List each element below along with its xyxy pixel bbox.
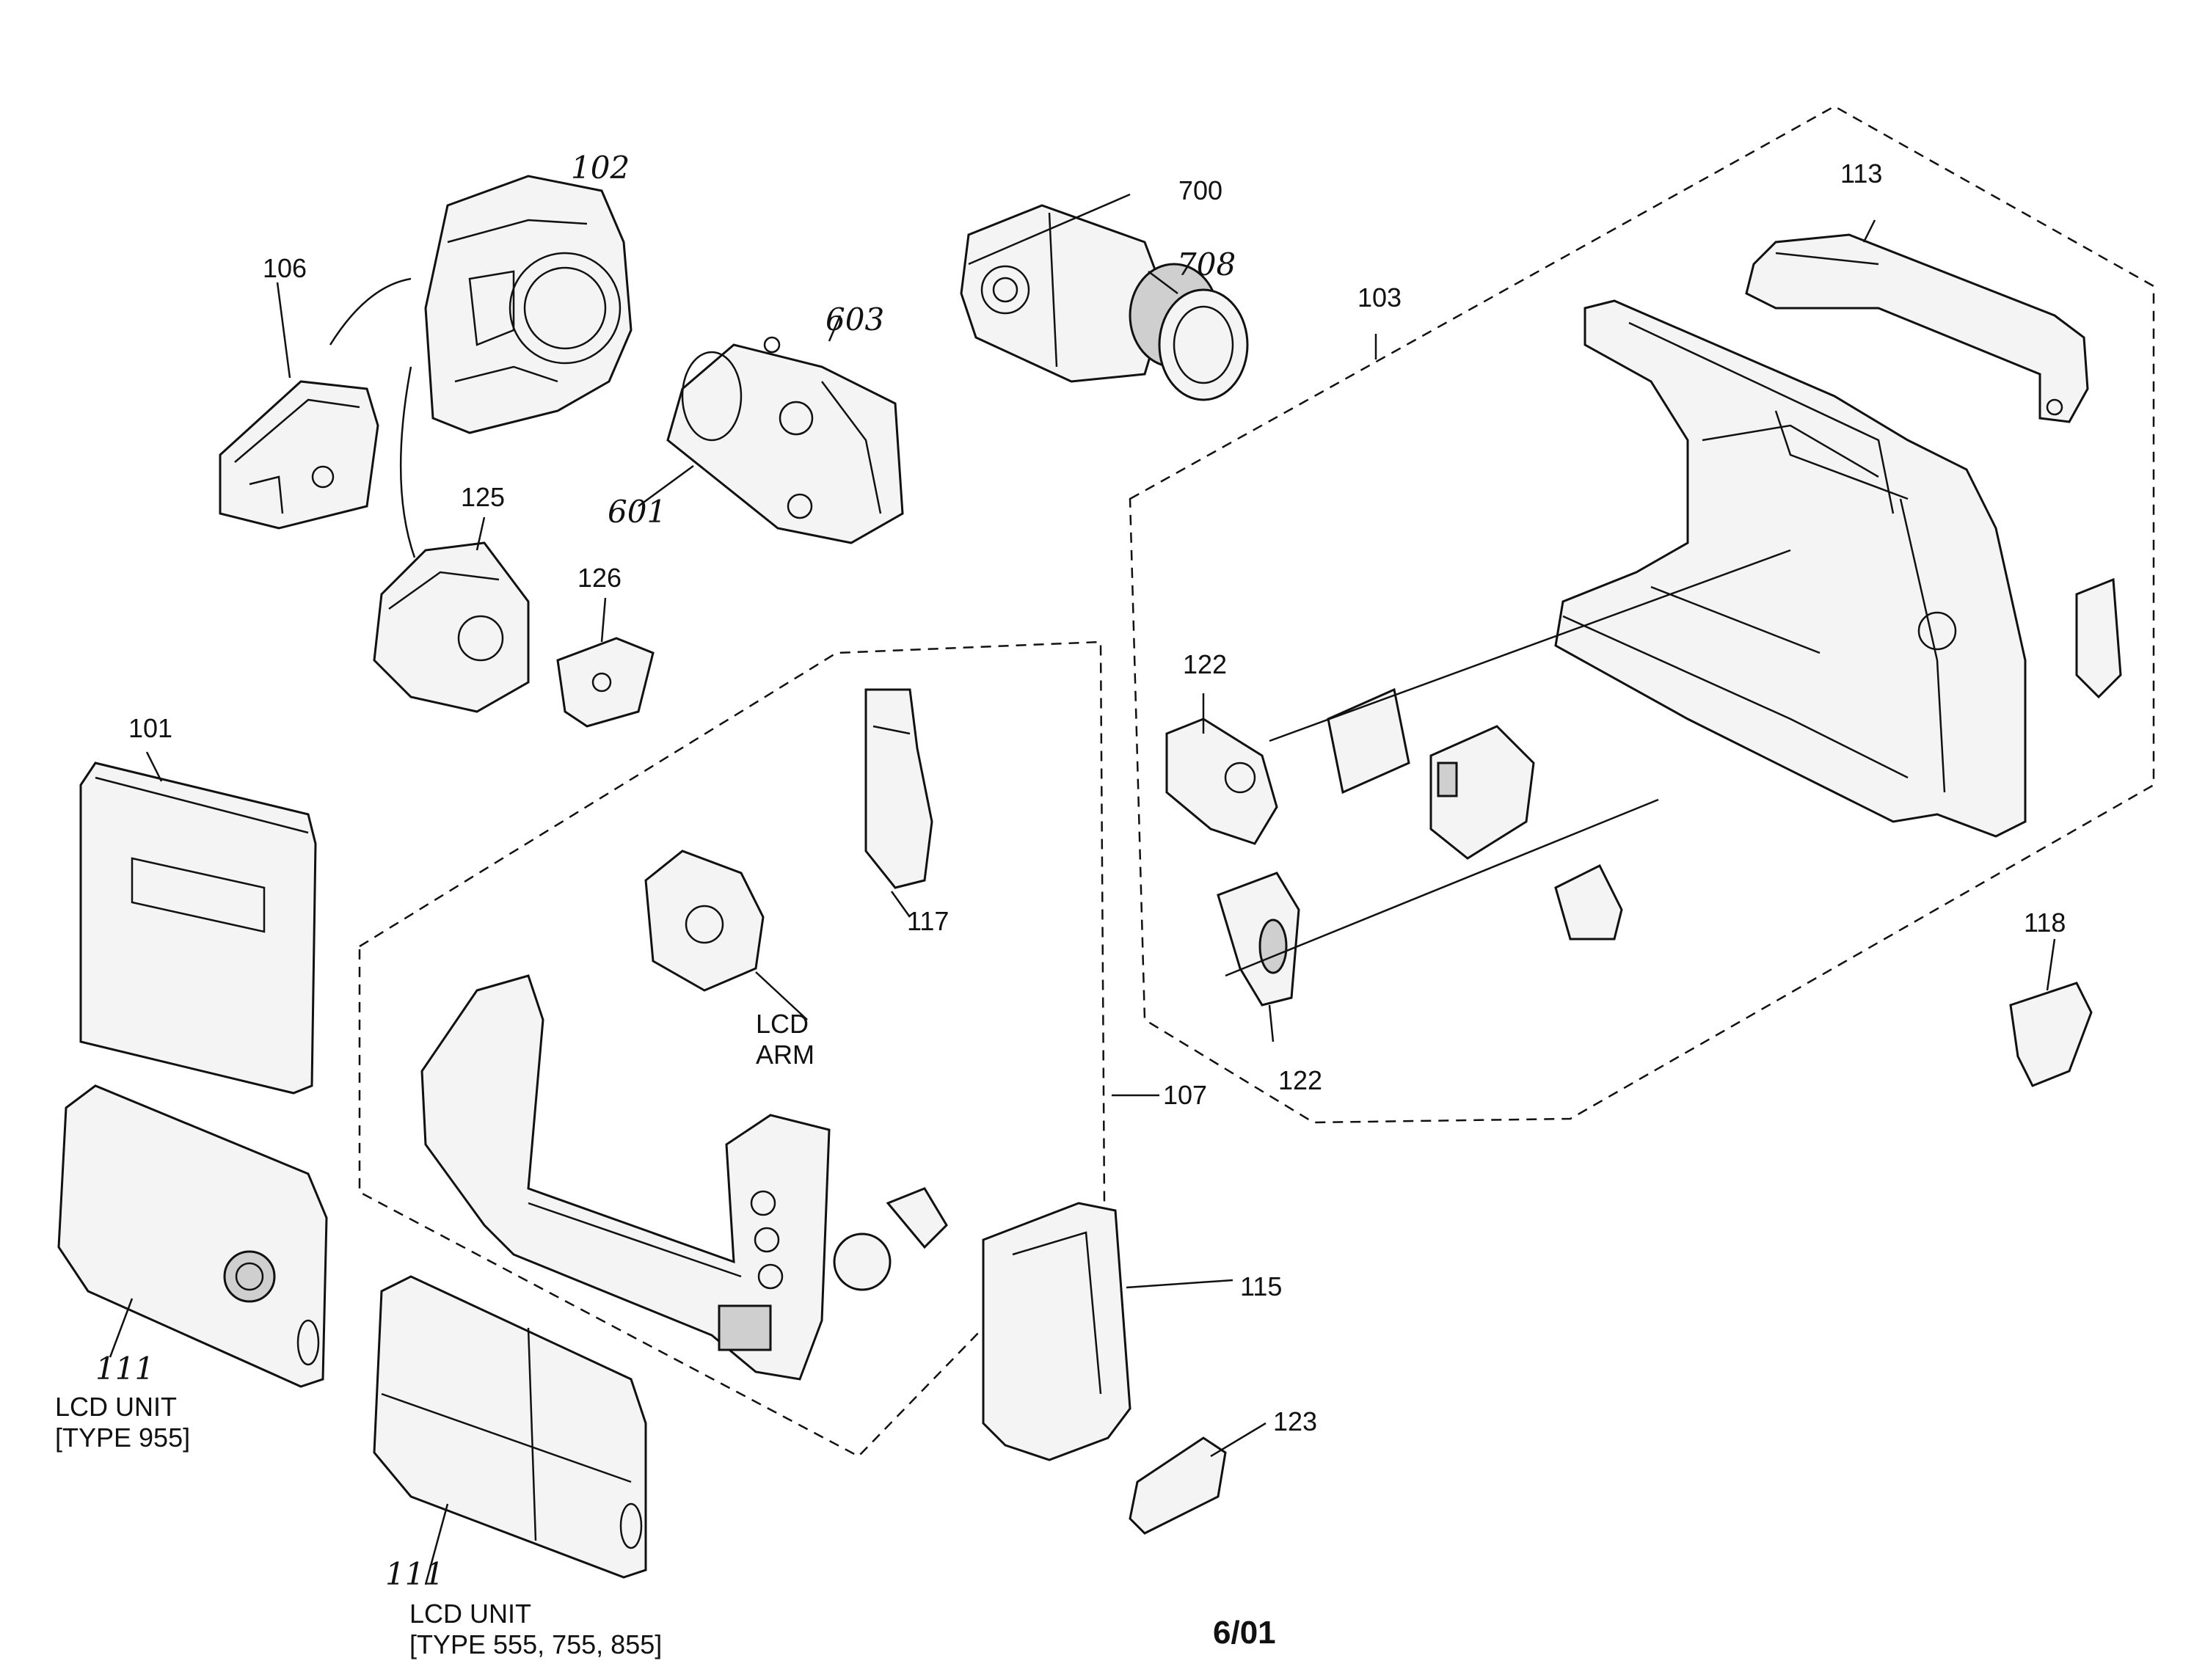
part-switch-module (1429, 725, 1535, 860)
label-708: 708 (1177, 246, 1236, 282)
label-115: 115 (1240, 1271, 1282, 1301)
leader-lines (109, 193, 2056, 1585)
label-107: 107 (1163, 1080, 1207, 1110)
part-601-lens-block (666, 336, 904, 544)
label-123: 123 (1273, 1406, 1317, 1436)
part-122-switch-upper (1165, 717, 1278, 845)
label-102: 102 (571, 150, 630, 186)
label-125: 125 (461, 482, 505, 512)
label-122-lower: 122 (1278, 1065, 1322, 1095)
part-118-clip (2009, 982, 2093, 1087)
part-small-clip (1554, 863, 1623, 941)
label-126: 126 (577, 563, 622, 593)
label-106: 106 (263, 253, 307, 283)
label-lcd-arm-line1: LCD (756, 1009, 809, 1039)
label-101: 101 (128, 713, 172, 743)
part-small-bracket-a (1327, 687, 1410, 795)
part-111-lcd-unit-type-555 (373, 1275, 647, 1579)
part-coin-cell (833, 1187, 948, 1291)
label-103: 103 (1357, 282, 1402, 313)
part-101-side-panel (79, 762, 317, 1095)
label-lcd-arm-line2: ARM (756, 1040, 814, 1070)
part-700-viewfinder (960, 204, 1249, 401)
label-601: 601 (608, 494, 666, 530)
part-122-switch-lower (1217, 872, 1300, 1007)
part-102-front-cover (424, 175, 633, 434)
part-107-frame (420, 974, 831, 1381)
label-lcd-unit-955-line1: LCD UNIT (55, 1392, 177, 1422)
part-123-cover (1129, 1436, 1227, 1535)
footer-date-code: 6/01 (1213, 1615, 1276, 1651)
part-113-hand-strap (1745, 233, 2089, 423)
assembly-103-boundary (1129, 105, 2155, 1124)
part-106-side-panel (219, 277, 416, 558)
label-113: 113 (1840, 158, 1882, 189)
part-125-lens-mount (373, 541, 530, 713)
label-lcd-unit-955-line2: [TYPE 955] (55, 1422, 190, 1453)
part-111-lcd-unit-type-955 (57, 1084, 328, 1388)
label-lcd-unit-555-line1: LCD UNIT (409, 1599, 531, 1629)
label-122-upper: 122 (1183, 649, 1227, 679)
label-603: 603 (826, 302, 884, 337)
part-126-bracket (556, 637, 655, 728)
part-side-bracket-right (2075, 577, 2122, 699)
part-103-main-chassis (1554, 299, 2027, 838)
label-111-type-955: 111 (95, 1351, 154, 1387)
label-111-type-555: 111 (385, 1556, 444, 1592)
label-117: 117 (907, 906, 949, 936)
label-700: 700 (1178, 175, 1222, 205)
part-lcd-arm (644, 850, 765, 992)
label-lcd-unit-555-line2: [TYPE 555, 755, 855] (409, 1629, 662, 1659)
part-117-bracket (864, 688, 933, 889)
label-118: 118 (2024, 907, 2066, 938)
part-115-battery-holder (982, 1202, 1131, 1461)
